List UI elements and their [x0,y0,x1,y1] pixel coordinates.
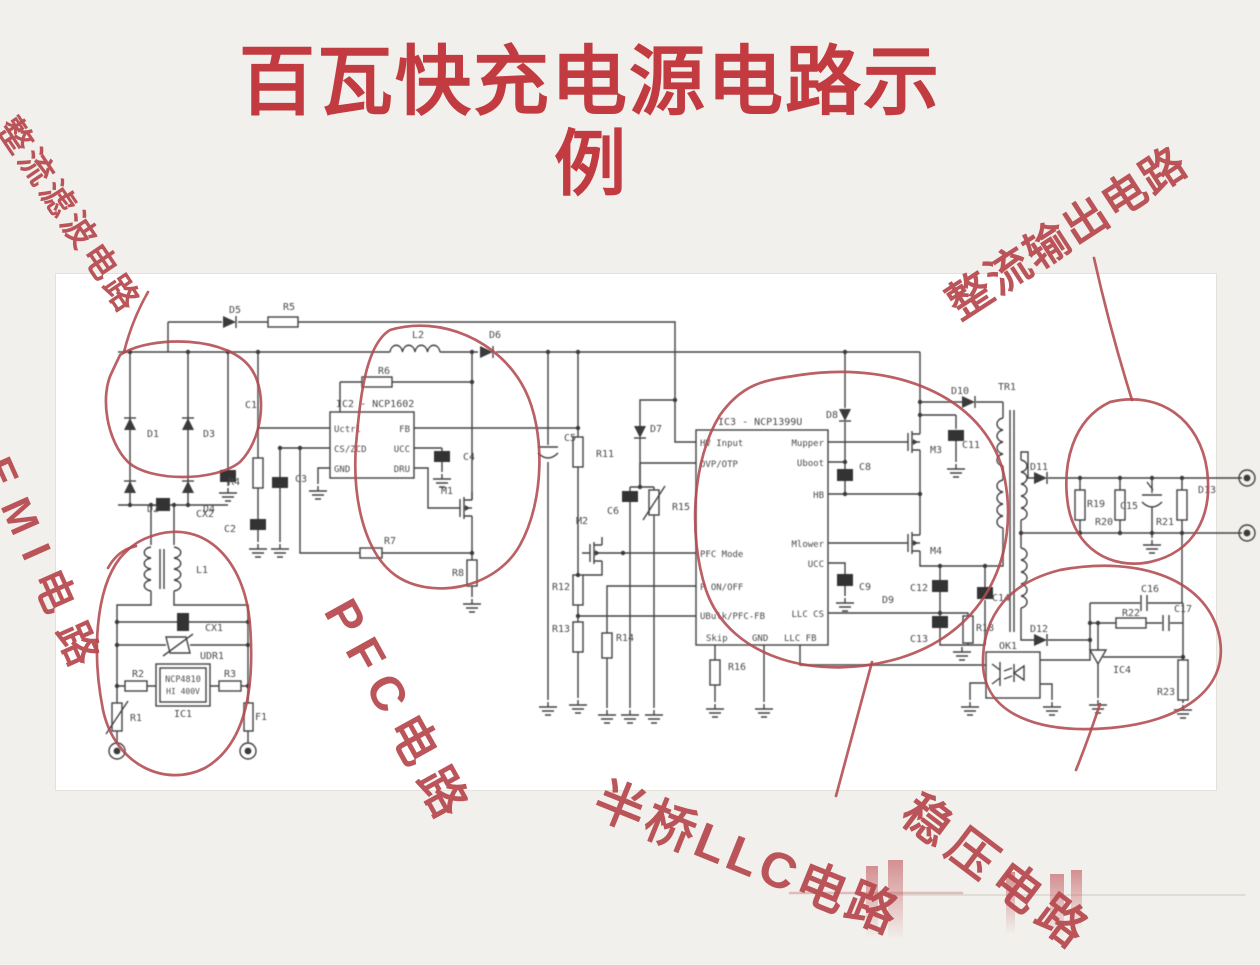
capacitor-c2 [250,519,266,530]
component-label: D7 [650,424,662,435]
annotation-rectifier-output: 整流输出电路 [938,137,1197,330]
component-label: C3 [295,474,307,485]
component-label: R11 [596,449,614,460]
bulk-divider-section [537,352,696,716]
component-label: R4 [228,477,240,488]
component-label: R15 [672,502,690,513]
pin-label: CS/ZCD [334,445,367,455]
resistor-r11 [572,436,584,468]
page-title: 百瓦快充电源电路示 例 [160,40,1020,206]
component-label: R5 [283,302,295,313]
annotation-pfc: PFC电路 [313,590,482,837]
resistor-r13 [572,621,584,653]
component-label: R14 [616,633,634,644]
annotations-layer: 整流滤波电路 EMI电路 PFC电路半桥LLC电路 整流输出电路稳压电路 [0,111,1197,962]
component-label: C6 [607,506,619,517]
pin-label: GND [334,465,350,475]
capacitor-c6 [622,491,638,502]
component-label: C2 [224,524,236,535]
title-line-1: 百瓦快充电源电路示 [239,40,941,125]
component-label: R12 [552,582,570,593]
title-line-2: 例 [553,125,626,206]
component-label: D4 [203,504,215,515]
annotation-emi: EMI电路 [0,450,114,688]
pin-label: Uctrl [334,425,361,435]
annotation-rectifier-filter: 整流滤波电路 [0,111,149,322]
annotation-voltage-regulator: 稳压电路 [891,785,1103,963]
component-label: R13 [552,624,570,635]
annotation-half-bridge-llc: 半桥LLC电路 [586,771,910,945]
component-label: D2 [147,504,159,515]
capacitor-cx2 [156,498,170,511]
component-label: F1 [255,712,267,723]
resistor-r5 [267,316,299,328]
resistor-r14 [601,632,613,659]
component-label: D5 [229,305,241,316]
component-label: D11 [1030,462,1048,473]
component-label: M2 [576,516,588,527]
component-label: C5 [564,433,576,444]
component-label: CX2 [196,509,214,520]
capacitor-c3 [272,477,288,488]
